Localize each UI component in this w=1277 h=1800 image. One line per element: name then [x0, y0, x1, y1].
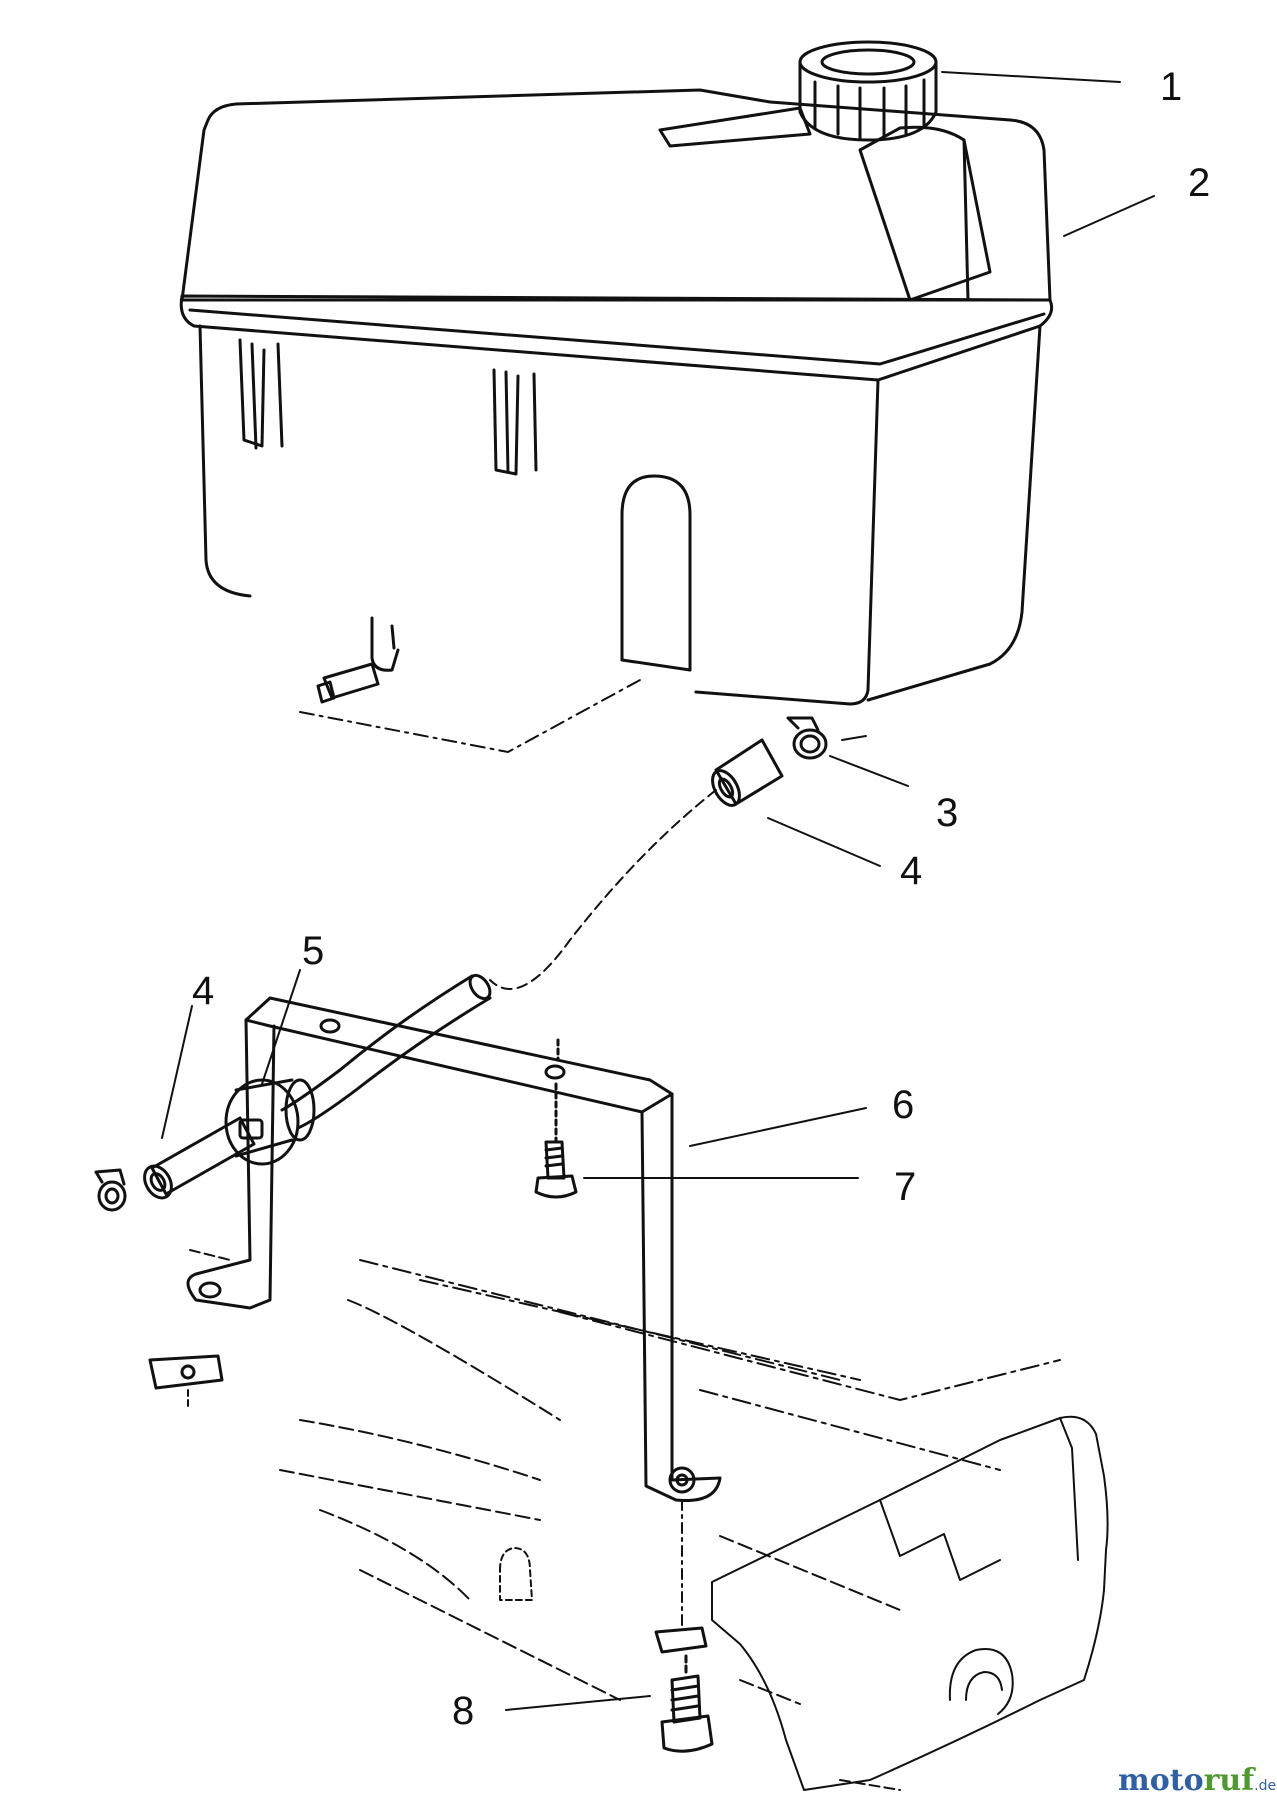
callout-5: 5	[302, 929, 324, 973]
callout-8: 8	[452, 1689, 474, 1733]
screw-icon	[534, 1140, 578, 1199]
watermark-part-b: ruf	[1204, 1763, 1257, 1798]
fuel-tank-icon	[179, 88, 1054, 753]
fuel-filter-icon	[224, 1078, 316, 1166]
callout-7: 7	[894, 1165, 916, 1209]
callout-6: 6	[892, 1083, 914, 1127]
watermark-tld: .de	[1254, 1778, 1276, 1794]
svg-text:motoruf.de: motoruf.de	[1118, 1763, 1276, 1798]
bolt-icon	[660, 1654, 714, 1753]
leader-lines	[161, 71, 1155, 1711]
machine-frame-icon	[189, 1249, 1109, 1791]
callout-4b: 4	[192, 969, 214, 1013]
watermark-part-a: moto	[1118, 1763, 1204, 1798]
callout-3: 3	[936, 791, 958, 835]
callout-1: 1	[1160, 65, 1182, 109]
nut-clip-icon	[148, 1354, 708, 1654]
callout-2: 2	[1188, 161, 1210, 205]
callouts: 1 2 3 4 5 4 6 7 8	[192, 65, 1210, 1733]
tank-bracket-icon	[186, 996, 722, 1503]
watermark-logo: motoruf.de	[1118, 1763, 1276, 1798]
hose-clamp-icon	[786, 716, 828, 760]
fuel-cap-icon	[798, 40, 938, 142]
callout-4a: 4	[900, 849, 922, 893]
